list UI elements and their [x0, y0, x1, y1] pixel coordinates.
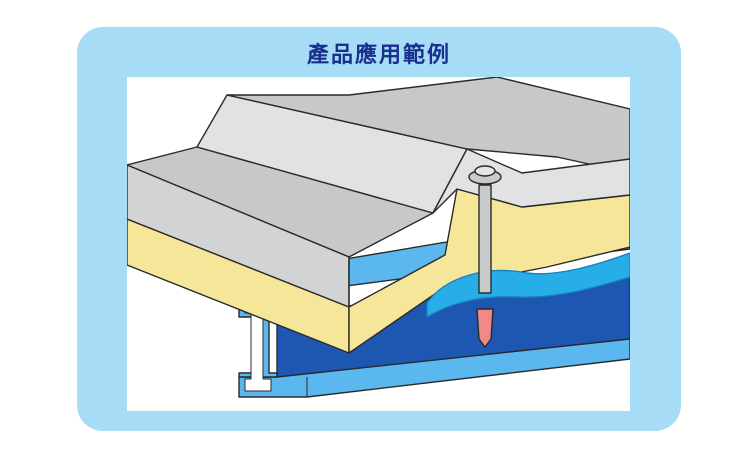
sandwich-panel-diagram [127, 77, 630, 398]
diagram-canvas [127, 77, 630, 411]
application-frame: 產品應用範例 [77, 27, 681, 431]
screw-shaft [478, 184, 492, 294]
roof-panels [127, 77, 630, 308]
fastener-screw [468, 165, 502, 348]
page-title: 產品應用範例 [306, 43, 451, 68]
roof-right-side [432, 148, 630, 214]
joint-sealant [426, 252, 630, 318]
screw-head [474, 165, 496, 177]
screw-drill-tip [476, 308, 494, 348]
